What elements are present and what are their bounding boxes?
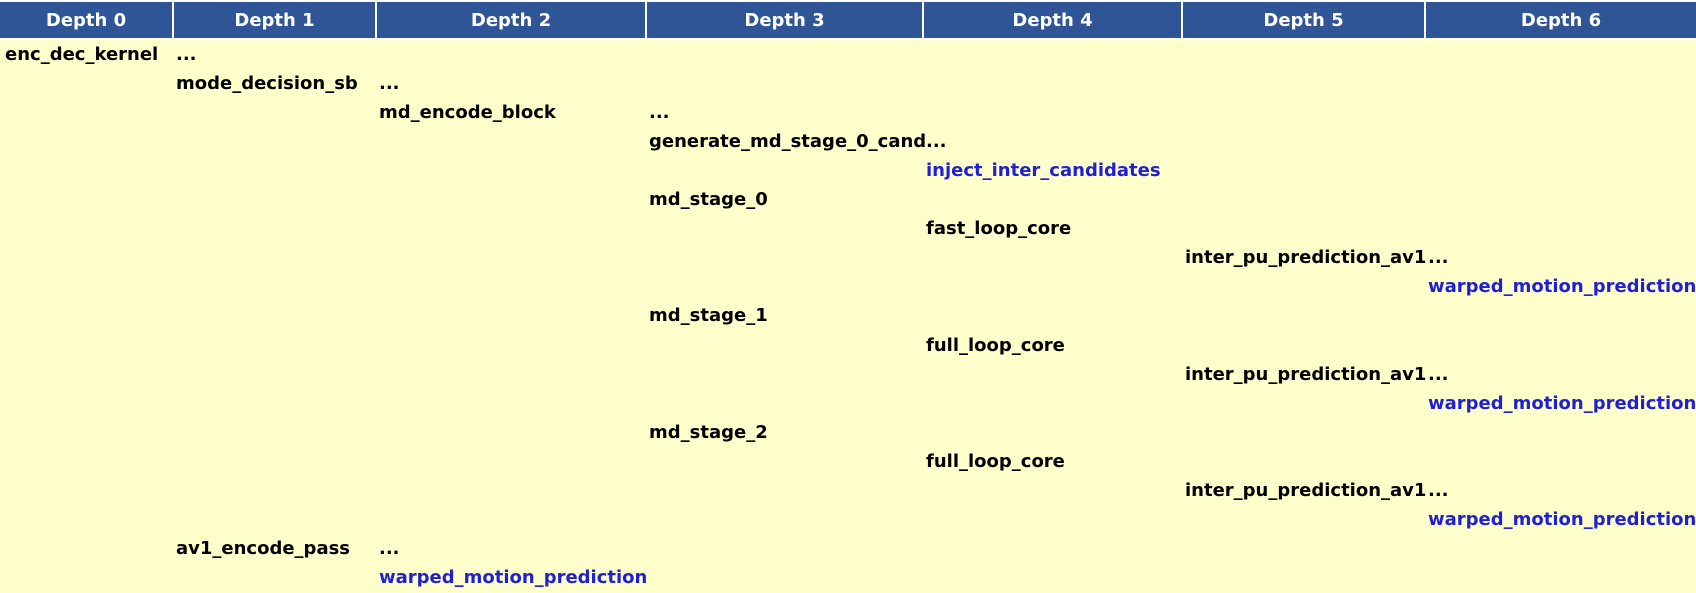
ellipsis-cell: ... <box>926 131 947 153</box>
function-name-cell: warped_motion_prediction <box>1428 392 1696 414</box>
ellipsis-cell: ... <box>1428 363 1449 385</box>
ellipsis-cell: ... <box>379 73 400 95</box>
function-name-cell: inter_pu_prediction_av1 <box>1185 479 1427 501</box>
function-name-cell: md_stage_2 <box>649 421 768 443</box>
header-depth-1: Depth 1 <box>174 2 375 38</box>
function-name-cell: fast_loop_core <box>926 218 1072 240</box>
function-name-cell: enc_dec_kernel <box>5 44 159 65</box>
header-depth-3: Depth 3 <box>647 2 922 38</box>
function-name-cell: full_loop_core <box>926 450 1065 472</box>
function-name-cell: warped_motion_prediction <box>1428 276 1696 298</box>
ellipsis-cell: ... <box>379 537 400 559</box>
function-name-cell: full_loop_core <box>926 334 1065 356</box>
header-depth-2: Depth 2 <box>377 2 645 38</box>
header-depth-6: Depth 6 <box>1426 2 1696 38</box>
ellipsis-cell: ... <box>176 44 197 65</box>
function-name-cell: av1_encode_pass <box>176 537 351 559</box>
function-name-cell: md_encode_block <box>379 102 556 124</box>
ellipsis-cell: ... <box>1428 247 1449 269</box>
function-name-cell: mode_decision_sb <box>176 73 358 95</box>
function-name-cell: inter_pu_prediction_av1 <box>1185 247 1427 269</box>
function-name-cell: warped_motion_prediction <box>1428 508 1696 530</box>
table-body <box>0 40 1696 593</box>
function-name-cell: md_stage_0 <box>649 189 768 211</box>
ellipsis-cell: ... <box>1428 479 1449 501</box>
function-name-cell: inject_inter_candidates <box>926 160 1161 182</box>
header-depth-4: Depth 4 <box>924 2 1181 38</box>
function-name-cell: inter_pu_prediction_av1 <box>1185 363 1427 385</box>
function-name-cell: warped_motion_prediction <box>379 566 648 588</box>
header-depth-0: Depth 0 <box>0 2 172 38</box>
header-depth-5: Depth 5 <box>1183 2 1424 38</box>
ellipsis-cell: ... <box>649 102 670 124</box>
function-name-cell: md_stage_1 <box>649 305 768 327</box>
function-name-cell: generate_md_stage_0_cand <box>649 131 927 153</box>
